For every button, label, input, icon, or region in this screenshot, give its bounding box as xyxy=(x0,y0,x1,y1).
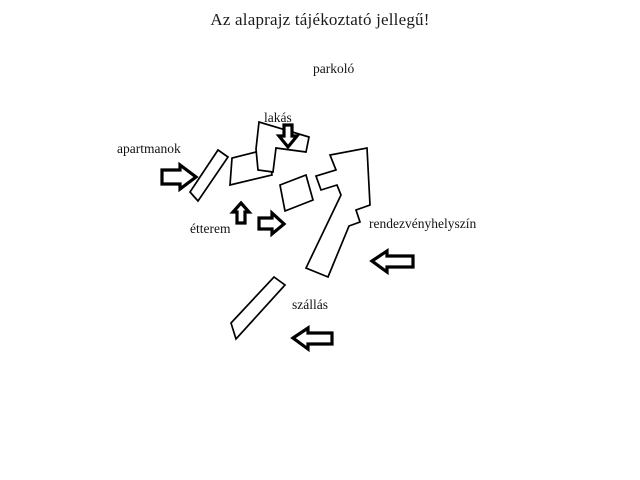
arrow-up-etterem-icon xyxy=(229,200,253,225)
label-apartmanok: apartmanok xyxy=(117,141,181,156)
label-parkolo: parkoló xyxy=(313,61,355,76)
building-apartments xyxy=(188,148,230,203)
arrow-left-szallas-icon xyxy=(290,325,334,353)
label-lakas: lakás xyxy=(264,110,292,125)
label-etterem: étterem xyxy=(190,221,231,236)
arrow-down-lakas-icon xyxy=(275,123,301,150)
arrow-right-apartmanok-icon xyxy=(160,161,199,193)
arrow-right-etterem-icon xyxy=(257,209,287,238)
building-event-venue xyxy=(304,146,371,279)
label-rendezvenyhelyszin: rendezvényhelyszín xyxy=(369,216,477,231)
building-accommodation xyxy=(230,275,287,341)
building-small-block xyxy=(279,173,315,213)
arrow-left-rendezvenyhelyszin-icon xyxy=(369,248,415,276)
label-szallas: szállás xyxy=(292,297,328,312)
page-title: Az alaprajz tájékoztató jellegű! xyxy=(210,10,430,29)
